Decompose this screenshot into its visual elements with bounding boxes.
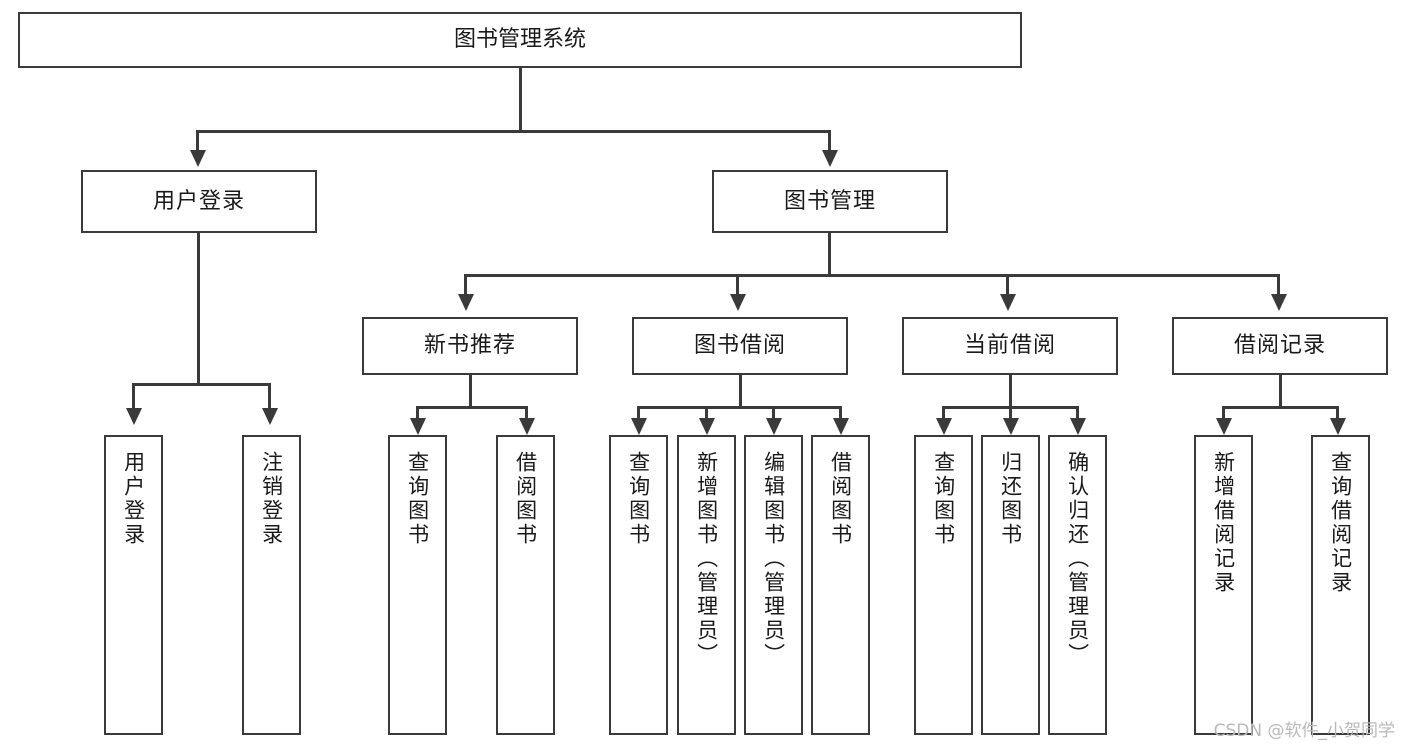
connector-root-bus — [196, 130, 830, 133]
arrowhead-bookborrow-leaf-1 — [631, 418, 647, 435]
node-label: 编辑图书（管理员） — [761, 451, 786, 667]
node-label: 新增借阅记录 — [1211, 451, 1236, 595]
leaf-newbook-query-book[interactable]: 查询图书 — [388, 435, 447, 735]
arrowhead-currentborrow-leaf-2 — [1003, 418, 1019, 435]
connector-bookmgmt-branch-4 — [1277, 274, 1280, 296]
leaf-user-login[interactable]: 用户登录 — [104, 435, 163, 735]
arrowhead-borrowrecord-leaf-2 — [1330, 418, 1346, 435]
connector-login-branch-2 — [268, 383, 271, 410]
node-label: 查询图书 — [931, 451, 956, 547]
connector-currentborrow-stem — [1009, 375, 1012, 409]
leaf-bookborrow-query-book[interactable]: 查询图书 — [609, 435, 668, 735]
node-new-book-recommend[interactable]: 新书推荐 — [362, 317, 578, 375]
arrowhead-bookborrow-leaf-3 — [766, 418, 782, 435]
connector-bookborrow-branch-3 — [772, 406, 775, 420]
node-label: 图书管理系统 — [453, 27, 586, 53]
connector-newbook-branch-2 — [525, 406, 528, 420]
leaf-bookborrow-edit-book[interactable]: 编辑图书（管理员） — [744, 435, 803, 735]
connector-login-branch-1 — [132, 383, 135, 410]
connector-borrowrecord-bus — [1222, 406, 1339, 409]
connector-root-stem — [519, 68, 522, 132]
node-label: 图书借阅 — [693, 333, 786, 359]
connector-root-to-bookmgmt — [828, 130, 831, 152]
node-label: 当前借阅 — [963, 333, 1056, 359]
node-label: 借阅图书 — [828, 451, 853, 547]
arrowhead-currentborrow-leaf-1 — [936, 418, 952, 435]
connector-bookmgmt-branch-1 — [464, 274, 467, 296]
node-label: 查询图书 — [626, 451, 651, 547]
arrowhead-borrowrecord-leaf-1 — [1216, 418, 1232, 435]
leaf-borrowrecord-add-record[interactable]: 新增借阅记录 — [1194, 435, 1253, 735]
connector-bookborrow-stem — [739, 375, 742, 409]
connector-borrowrecord-stem — [1279, 375, 1282, 409]
arrowhead-to-new-book — [458, 294, 474, 311]
connector-bookmgmt-stem — [828, 233, 831, 276]
node-label: 查询图书 — [405, 451, 430, 547]
node-book-management[interactable]: 图书管理 — [712, 170, 948, 233]
node-current-borrow[interactable]: 当前借阅 — [902, 317, 1118, 375]
leaf-currentborrow-return-book[interactable]: 归还图书 — [981, 435, 1040, 735]
arrowhead-leaf-logout — [262, 408, 278, 425]
node-label: 新书推荐 — [423, 333, 516, 359]
connector-bookborrow-branch-2 — [705, 406, 708, 420]
leaf-borrowrecord-query-record[interactable]: 查询借阅记录 — [1311, 435, 1370, 735]
csdn-watermark: CSDN @软件_小贺同学 — [1213, 721, 1395, 741]
arrowhead-currentborrow-leaf-3 — [1070, 418, 1086, 435]
connector-currentborrow-branch-2 — [1009, 406, 1012, 420]
node-root-system[interactable]: 图书管理系统 — [18, 12, 1022, 68]
connector-bookmgmt-branch-2 — [736, 274, 739, 296]
node-label: 用户登录 — [121, 451, 146, 547]
node-label: 新增图书（管理员） — [694, 451, 719, 667]
node-label: 借阅记录 — [1233, 333, 1326, 359]
node-label: 注销登录 — [259, 451, 284, 547]
node-label: 归还图书 — [998, 451, 1023, 547]
arrowhead-to-current-borrow — [1000, 294, 1016, 311]
arrowhead-to-user-login — [190, 150, 206, 167]
connector-newbook-stem — [469, 375, 472, 409]
arrowhead-newbook-leaf-1 — [410, 418, 426, 435]
connector-bookborrow-branch-4 — [839, 406, 842, 420]
connector-bookborrow-bus — [637, 406, 842, 409]
connector-login-bus — [132, 383, 270, 386]
connector-borrowrecord-branch-2 — [1336, 406, 1339, 420]
connector-newbook-branch-1 — [416, 406, 419, 420]
connector-bookborrow-branch-1 — [637, 406, 640, 420]
arrowhead-to-book-management — [822, 150, 838, 167]
connector-newbook-bus — [416, 406, 528, 409]
connector-login-stem — [197, 233, 200, 385]
node-label: 图书管理 — [783, 188, 876, 214]
node-user-login[interactable]: 用户登录 — [81, 170, 317, 233]
connector-root-to-login — [196, 130, 199, 152]
connector-bookmgmt-bus — [464, 274, 1280, 277]
node-label: 查询借阅记录 — [1328, 451, 1353, 595]
connector-bookmgmt-branch-3 — [1006, 274, 1009, 296]
node-label: 用户登录 — [152, 188, 245, 214]
leaf-currentborrow-confirm-return[interactable]: 确认归还（管理员） — [1048, 435, 1107, 735]
leaf-bookborrow-add-book[interactable]: 新增图书（管理员） — [677, 435, 736, 735]
leaf-bookborrow-borrow-book[interactable]: 借阅图书 — [811, 435, 870, 735]
node-label: 确认归还（管理员） — [1065, 451, 1090, 667]
arrowhead-bookborrow-leaf-2 — [699, 418, 715, 435]
node-label: 借阅图书 — [513, 451, 538, 547]
arrowhead-bookborrow-leaf-4 — [833, 418, 849, 435]
leaf-newbook-borrow-book[interactable]: 借阅图书 — [496, 435, 555, 735]
arrowhead-to-borrow-record — [1271, 294, 1287, 311]
connector-currentborrow-branch-1 — [942, 406, 945, 420]
leaf-currentborrow-query-book[interactable]: 查询图书 — [914, 435, 973, 735]
connector-borrowrecord-branch-1 — [1222, 406, 1225, 420]
arrowhead-newbook-leaf-2 — [519, 418, 535, 435]
arrowhead-leaf-user-login — [126, 408, 142, 425]
connector-currentborrow-branch-3 — [1076, 406, 1079, 420]
node-book-borrow[interactable]: 图书借阅 — [632, 317, 848, 375]
node-borrow-record[interactable]: 借阅记录 — [1172, 317, 1388, 375]
arrowhead-to-book-borrow — [730, 294, 746, 311]
leaf-logout[interactable]: 注销登录 — [242, 435, 301, 735]
